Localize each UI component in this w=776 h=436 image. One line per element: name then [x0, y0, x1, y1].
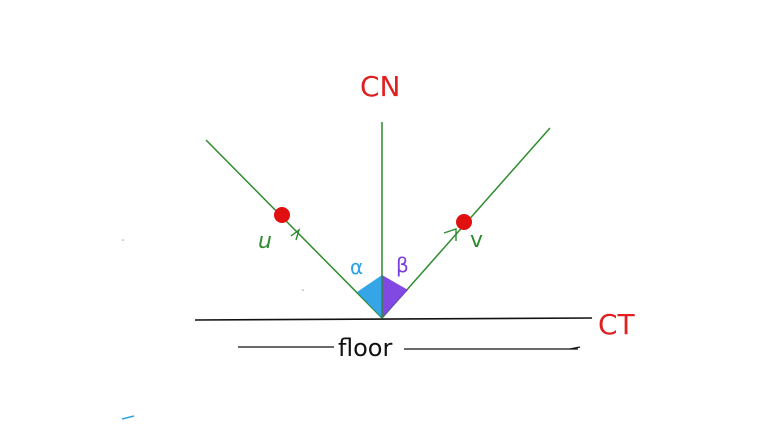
stray-dot	[302, 289, 304, 291]
angle-beta-label: β	[396, 253, 409, 277]
tangent-line	[194, 317, 593, 321]
stray-dot	[122, 239, 124, 241]
incoming-ray	[205, 139, 383, 319]
floor-label: floor	[338, 334, 392, 362]
incoming-velocity-label: u	[258, 229, 272, 254]
angle-alpha-wedge	[357, 275, 382, 318]
tangent-label: CT	[598, 308, 636, 341]
outgoing-ball	[456, 214, 472, 230]
floor-underline-tick	[569, 346, 581, 350]
angle-alpha-label: α	[350, 255, 363, 279]
outgoing-velocity-label: v	[470, 228, 483, 253]
angle-beta-wedge	[382, 275, 408, 318]
stray-mark	[121, 415, 135, 420]
normal-label: CN	[360, 70, 401, 103]
outgoing-arrow-icon	[443, 228, 457, 241]
incoming-ball	[274, 207, 290, 223]
incoming-arrow-icon	[290, 228, 301, 241]
